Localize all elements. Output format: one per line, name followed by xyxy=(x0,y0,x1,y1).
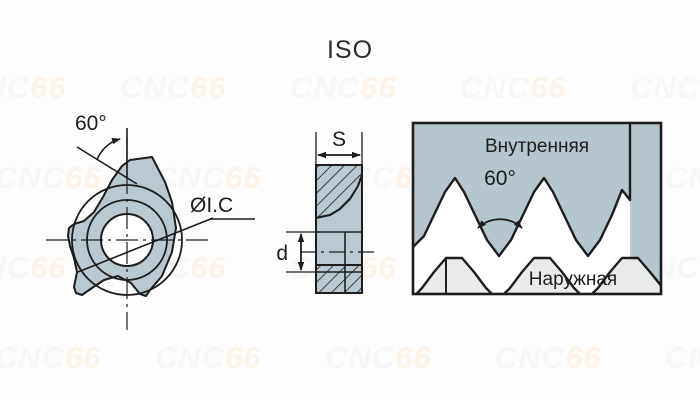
section-lower-block xyxy=(315,264,363,294)
internal-thread-fill xyxy=(413,123,661,294)
angle-arc-arrow xyxy=(96,138,121,161)
thread-angle-arc xyxy=(477,218,523,229)
external-thread-label: Наружная xyxy=(529,269,617,290)
insert-diameter-label: ØI.C xyxy=(190,194,233,217)
section-hole-label: d xyxy=(276,242,288,265)
internal-thread-label: Внутренняя xyxy=(485,136,589,157)
insert-top-view: 60° ØI.C xyxy=(46,112,255,330)
insert-angle-label: 60° xyxy=(75,112,107,135)
thread-profile-panel: Внутренняя 60° Наружная xyxy=(411,121,663,296)
insert-section-view: S d xyxy=(276,128,378,294)
page-title: ISO xyxy=(327,36,373,64)
internal-thread-outline xyxy=(413,123,632,258)
external-thread-fill xyxy=(413,258,661,294)
thread-angle-label: 60° xyxy=(484,167,516,190)
external-thread-outline xyxy=(414,256,661,294)
section-thickness-label: S xyxy=(332,128,346,151)
diameter-leader-line xyxy=(77,217,214,273)
panel-border xyxy=(411,121,663,296)
